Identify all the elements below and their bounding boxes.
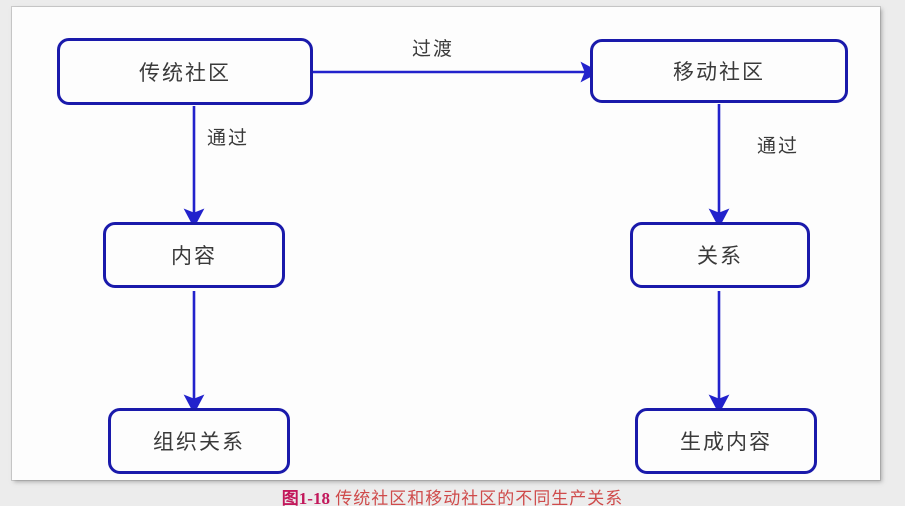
node-generate-content[interactable]: 生成内容 xyxy=(635,408,817,474)
node-traditional-community-label: 传统社区 xyxy=(139,60,231,85)
node-relationship-label: 关系 xyxy=(697,244,743,268)
node-content-label: 内容 xyxy=(171,244,217,268)
node-mobile-community-label: 移动社区 xyxy=(673,60,765,84)
node-generate-content-label: 生成内容 xyxy=(680,430,772,454)
node-content[interactable]: 内容 xyxy=(103,222,285,288)
node-organize-relationship[interactable]: 组织关系 xyxy=(108,408,290,474)
figure-caption: 图1-18 传统社区和移动社区的不同生产关系 xyxy=(0,484,905,506)
edge-label-transition: 过渡 xyxy=(412,39,455,60)
figure-caption-number: 图1-18 xyxy=(281,489,330,506)
connector-layer xyxy=(183,61,730,414)
edge-label-left-through: 通过 xyxy=(207,128,250,149)
node-relationship[interactable]: 关系 xyxy=(630,222,810,288)
node-organize-relationship-label: 组织关系 xyxy=(153,430,245,454)
node-mobile-community[interactable]: 移动社区 xyxy=(590,39,848,103)
node-traditional-community[interactable]: 传统社区 xyxy=(57,38,313,105)
figure-caption-text: 传统社区和移动社区的不同生产关系 xyxy=(329,489,624,506)
figure-canvas: 传统社区 移动社区 内容 关系 组织关系 生成内容 过渡 通过 通过 xyxy=(12,7,880,480)
edge-label-right-through: 通过 xyxy=(757,136,800,157)
